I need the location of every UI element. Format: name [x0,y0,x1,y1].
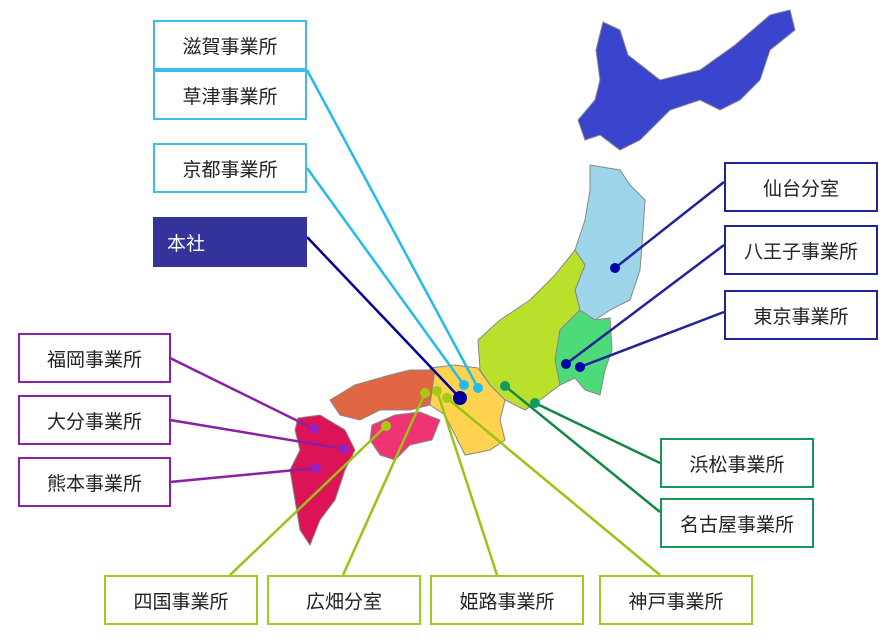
label-kyoto[interactable]: 京都事業所 [153,143,307,193]
label-shikoku[interactable]: 四国事業所 [104,575,258,625]
dot-kumamoto[interactable] [311,463,321,473]
label-hq[interactable]: 本社 [153,217,307,267]
label-shiga[interactable]: 滋賀事業所 [153,20,307,70]
label-kusatsu[interactable]: 草津事業所 [153,70,307,120]
dot-hq[interactable] [453,391,467,405]
label-hirohata[interactable]: 広畑分室 [267,575,421,625]
region-chubu [477,249,586,411]
dot-oita[interactable] [339,444,349,454]
line-kumamoto [169,466,317,484]
dot-sendai[interactable] [610,263,620,273]
dot-hirohata[interactable] [420,388,430,398]
label-kumamoto[interactable]: 熊本事業所 [18,457,171,507]
dot-nagoya[interactable] [500,381,510,391]
line-fukuoka [169,356,315,431]
line-sendai [614,181,725,269]
line-tokyo [579,310,725,369]
line-shiga [305,69,480,389]
office-dots [309,263,620,473]
label-hamamatsu[interactable]: 浜松事業所 [660,438,814,488]
line-kyoto [305,167,466,386]
region-chugoku [329,369,436,421]
region-kyushu [289,414,356,547]
label-sendai[interactable]: 仙台分室 [724,162,878,212]
line-shikoku [229,425,387,576]
label-kobe[interactable]: 神戸事業所 [599,575,753,625]
dot-himeji[interactable] [432,386,442,396]
dot-shikoku[interactable] [381,421,391,431]
label-nagoya[interactable]: 名古屋事業所 [660,498,814,548]
region-kanto [554,309,613,396]
label-fukuoka[interactable]: 福岡事業所 [18,333,171,383]
dot-kobe[interactable] [442,393,452,403]
dot-hachioji[interactable] [561,359,571,369]
connector-lines [169,69,725,576]
line-hamamatsu [534,401,661,465]
region-hokkaido [577,9,796,151]
dot-fukuoka[interactable] [309,424,319,434]
label-hachioji[interactable]: 八王子事業所 [724,225,878,275]
line-himeji [435,390,499,576]
label-himeji[interactable]: 姫路事業所 [430,575,584,625]
dot-shiga[interactable] [473,383,483,393]
dot-tokyo[interactable] [575,362,585,372]
label-oita[interactable]: 大分事業所 [18,395,171,445]
line-nagoya [504,385,661,513]
dot-hamamatsu[interactable] [530,398,540,408]
label-tokyo[interactable]: 東京事業所 [724,290,878,340]
line-hq [306,236,461,399]
region-tohoku [574,164,646,321]
dot-kyoto[interactable] [459,380,469,390]
line-hachioji [565,244,725,365]
line-oita [169,418,345,451]
line-kobe [446,397,661,576]
line-hirohata [341,392,427,576]
